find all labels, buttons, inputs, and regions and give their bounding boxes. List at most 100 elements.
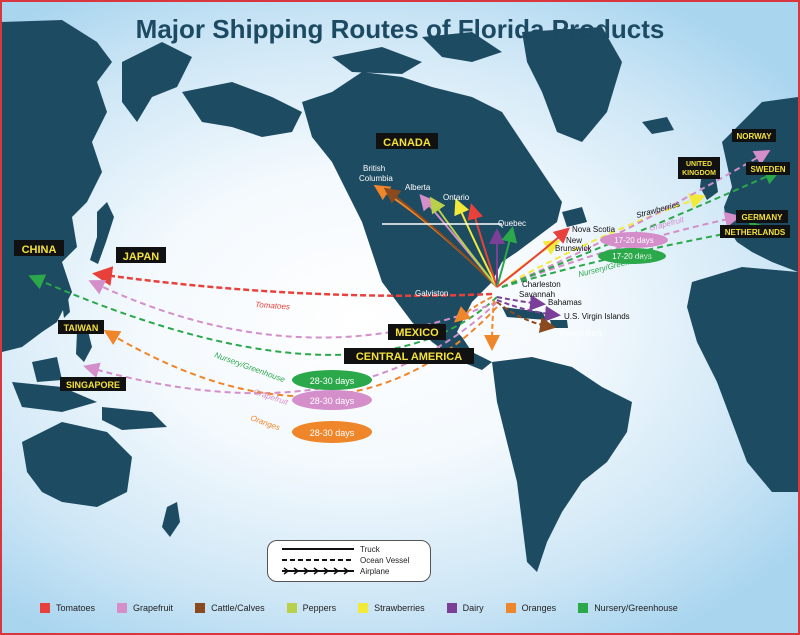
australia bbox=[22, 422, 132, 507]
place-puerto-rico: Puerto Rico bbox=[560, 329, 602, 338]
place-bc-1: British bbox=[363, 164, 385, 173]
route-canada-ontario-2 bbox=[467, 203, 498, 288]
new-guinea bbox=[102, 407, 167, 430]
legend-item-cattle: Cattle/Calves bbox=[195, 603, 265, 613]
label-box-china bbox=[14, 240, 64, 256]
place-nb-2: Brunswick bbox=[555, 244, 592, 253]
route-label-grapefruit-eu: Grapefruit bbox=[648, 215, 685, 233]
legend-item-grapefruit: Grapefruit bbox=[117, 603, 173, 613]
label-box-norway bbox=[732, 129, 776, 142]
legend-label: Grapefruit bbox=[133, 603, 174, 613]
label-mexico: MEXICO bbox=[395, 327, 439, 339]
legend-item-nursery: Nursery/Greenhouse bbox=[578, 603, 678, 613]
place-quebec: Quebec bbox=[498, 219, 526, 228]
route-mexico bbox=[453, 296, 493, 323]
route-label-oranges-asia: Oranges bbox=[249, 413, 281, 432]
legend-swatch bbox=[505, 603, 516, 613]
label-box-sweden bbox=[746, 162, 790, 175]
route-canada-bc-2 bbox=[383, 187, 498, 288]
route-puerto-rico bbox=[496, 301, 556, 333]
land-masses bbox=[2, 20, 798, 572]
place-nova-scotia: Nova Scotia bbox=[572, 225, 616, 234]
route-grapefruit-singapore bbox=[83, 301, 498, 395]
legend-swatch bbox=[40, 603, 50, 613]
kamchatka bbox=[122, 42, 192, 122]
label-box-canada bbox=[376, 133, 438, 149]
label-box-netherlands bbox=[720, 225, 790, 238]
newfoundland bbox=[562, 207, 587, 227]
place-alberta: Alberta bbox=[405, 183, 431, 192]
route-tomatoes-japan bbox=[92, 266, 493, 298]
oval-pink-asia-text: 28-30 days bbox=[310, 396, 355, 406]
oval-pink-eu bbox=[600, 232, 668, 248]
label-box-central-america bbox=[344, 348, 474, 364]
label-japan: JAPAN bbox=[123, 251, 160, 263]
legend-swatch bbox=[578, 603, 589, 613]
place-bahamas: Bahamas bbox=[548, 298, 582, 307]
page-title: Major Shipping Routes of Florida Product… bbox=[135, 14, 665, 44]
place-usvi: U.S. Virgin Islands bbox=[564, 312, 630, 321]
legend-swatch bbox=[286, 603, 297, 613]
route-canada-quebec-2 bbox=[496, 226, 518, 288]
greenland bbox=[522, 27, 622, 142]
place-galviston: Galviston bbox=[415, 289, 448, 298]
place-labels-dark: Nova Scotia New Brunswick Charleston Sav… bbox=[519, 225, 630, 321]
legend-swatch bbox=[195, 603, 206, 613]
japan-islands bbox=[90, 202, 114, 264]
asia-landmass bbox=[2, 20, 112, 352]
oval-green-asia bbox=[292, 370, 372, 390]
label-china: CHINA bbox=[22, 244, 57, 256]
region-labels: CANADA CHINA JAPAN TAIWAN SINGAPORE MEXI… bbox=[14, 129, 790, 391]
product-legend: Tomatoes Grapefruit Cattle/Calves Pepper… bbox=[40, 603, 700, 613]
place-ontario: Ontario bbox=[443, 193, 470, 202]
oval-orange-asia-text: 28-30 days bbox=[310, 428, 355, 438]
label-germany: GERMANY bbox=[742, 213, 784, 222]
route-grapefruit-japan bbox=[88, 279, 498, 339]
legend-item-dairy: Dairy bbox=[446, 603, 484, 613]
duration-ovals: 28-30 days 28-30 days 28-30 days 17-20 d… bbox=[292, 232, 668, 443]
arctic-islands bbox=[332, 47, 422, 74]
label-netherlands: NETHERLANDS bbox=[725, 228, 786, 237]
place-charleston: Charleston bbox=[522, 280, 561, 289]
place-nb-1: New bbox=[566, 236, 582, 245]
label-taiwan: TAIWAN bbox=[64, 323, 99, 333]
europe bbox=[722, 97, 798, 272]
route-strawberries-uk bbox=[501, 193, 706, 288]
legend-label: Tomatoes bbox=[56, 603, 96, 613]
label-canada: CANADA bbox=[383, 137, 431, 149]
legend-label: Dairy bbox=[462, 603, 484, 613]
legend-label: Nursery/Greenhouse bbox=[594, 603, 678, 613]
airplane-arrows-icon bbox=[283, 567, 349, 575]
oval-pink-eu-text: 17-20 days bbox=[614, 236, 654, 245]
label-norway: NORWAY bbox=[736, 132, 772, 141]
iceland bbox=[642, 117, 674, 134]
key-truck: Truck bbox=[360, 545, 381, 554]
south-america bbox=[492, 357, 632, 572]
legend-label: Peppers bbox=[302, 603, 337, 613]
philippines bbox=[76, 327, 92, 362]
oval-pink-asia bbox=[292, 390, 372, 410]
route-canada-ontario bbox=[454, 198, 498, 288]
route-central-america bbox=[484, 299, 501, 351]
legend-label: Cattle/Calves bbox=[211, 603, 265, 613]
route-canada-alberta-2 bbox=[429, 196, 498, 288]
place-bc-2: Columbia bbox=[359, 174, 393, 183]
legend-swatch bbox=[446, 603, 457, 613]
label-sweden: SWEDEN bbox=[750, 165, 785, 174]
new-zealand bbox=[162, 502, 180, 537]
label-uk-1: UNITED bbox=[686, 161, 712, 168]
oval-green-eu-text: 17-20 days bbox=[612, 252, 652, 261]
oval-green-eu bbox=[598, 248, 666, 264]
borneo bbox=[32, 357, 62, 382]
transport-key-svg: Truck Ocean Vessel Airplane bbox=[282, 545, 410, 576]
label-box-taiwan bbox=[58, 320, 104, 334]
label-central-america: CENTRAL AMERICA bbox=[356, 351, 462, 363]
route-grapefruit-eu bbox=[501, 149, 771, 288]
route-label-grapefruit-asia: Grapefruit bbox=[252, 387, 289, 407]
legend-item-oranges: Oranges bbox=[505, 603, 556, 613]
hispaniola bbox=[550, 320, 568, 328]
north-america bbox=[302, 72, 562, 370]
route-label-tomatoes: Tomatoes bbox=[255, 300, 290, 311]
